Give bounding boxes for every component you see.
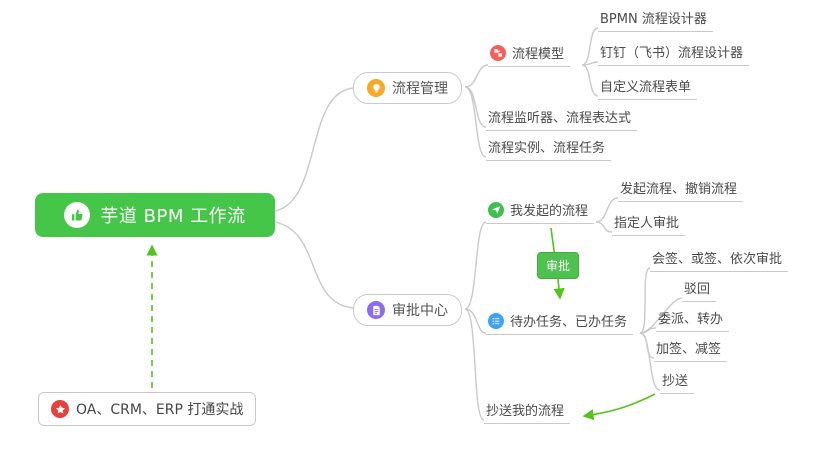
node-label: 抄送 (662, 374, 689, 389)
branch-approval-center[interactable]: 审批中心 (353, 294, 462, 326)
node-label: 发起流程、撤销流程 (620, 182, 738, 197)
node-process-model[interactable]: 流程模型 (488, 41, 571, 67)
node-process-instance[interactable]: 流程实例、流程任务 (486, 135, 612, 161)
node-label: 待办任务、已办任务 (510, 315, 628, 330)
node-label: BPMN 流程设计器 (600, 12, 707, 27)
node-bpmn-designer[interactable]: BPMN 流程设计器 (598, 6, 713, 32)
root-node[interactable]: 芋道 BPM 工作流 (35, 193, 275, 237)
branch-label: 流程管理 (392, 81, 448, 97)
node-label: 钉钉（飞书）流程设计器 (600, 46, 744, 61)
node-dingtalk-designer[interactable]: 钉钉（飞书）流程设计器 (598, 40, 750, 66)
node-label: 自定义流程表单 (600, 80, 692, 95)
node-label: 委派、转办 (658, 312, 724, 327)
node-add-remove-sign[interactable]: 加签、减签 (654, 336, 728, 362)
node-label: 会签、或签、依次审批 (652, 252, 783, 267)
root-label: 芋道 BPM 工作流 (100, 206, 246, 227)
node-delegate-transfer[interactable]: 委派、转办 (656, 306, 730, 332)
star-icon (51, 400, 69, 418)
lightbulb-icon (367, 79, 385, 97)
node-cc-my-process[interactable]: 抄送我的流程 (484, 398, 571, 424)
node-label: 指定人审批 (614, 216, 680, 231)
node-process-listener[interactable]: 流程监听器、流程表达式 (486, 105, 638, 131)
send-icon (488, 201, 504, 218)
node-initiate-revoke[interactable]: 发起流程、撤销流程 (618, 176, 744, 202)
flow-model-icon (490, 44, 506, 61)
node-label: 流程实例、流程任务 (488, 141, 606, 156)
node-reject[interactable]: 驳回 (682, 276, 717, 302)
node-todo-done-tasks[interactable]: 待办任务、已办任务 (486, 309, 634, 335)
node-label: 抄送我的流程 (486, 404, 565, 419)
node-label: 流程监听器、流程表达式 (488, 111, 632, 126)
thumbs-up-icon (64, 202, 91, 228)
document-icon (367, 301, 385, 319)
branch-label: 审批中心 (392, 303, 448, 319)
node-label: 我发起的流程 (510, 204, 589, 219)
cc-flow-arrow (582, 393, 656, 421)
node-label: 加签、减签 (656, 342, 722, 357)
node-cc[interactable]: 抄送 (660, 368, 695, 394)
badge-label: 审批 (546, 259, 571, 273)
node-custom-form[interactable]: 自定义流程表单 (598, 74, 698, 100)
branch-curves (274, 27, 683, 421)
node-label: 流程模型 (512, 47, 565, 62)
branch-process-management[interactable]: 流程管理 (353, 72, 462, 104)
node-my-initiated[interactable]: 我发起的流程 (486, 198, 595, 224)
checklist-icon (488, 312, 504, 329)
node-assignee-approval[interactable]: 指定人审批 (612, 210, 686, 236)
node-practice-integration[interactable]: OA、CRM、ERP 打通实战 (38, 392, 257, 426)
node-label: OA、CRM、ERP 打通实战 (76, 402, 244, 418)
node-label: 驳回 (684, 282, 711, 297)
node-countersign[interactable]: 会签、或签、依次审批 (650, 246, 789, 272)
approval-badge[interactable]: 审批 (537, 252, 580, 279)
